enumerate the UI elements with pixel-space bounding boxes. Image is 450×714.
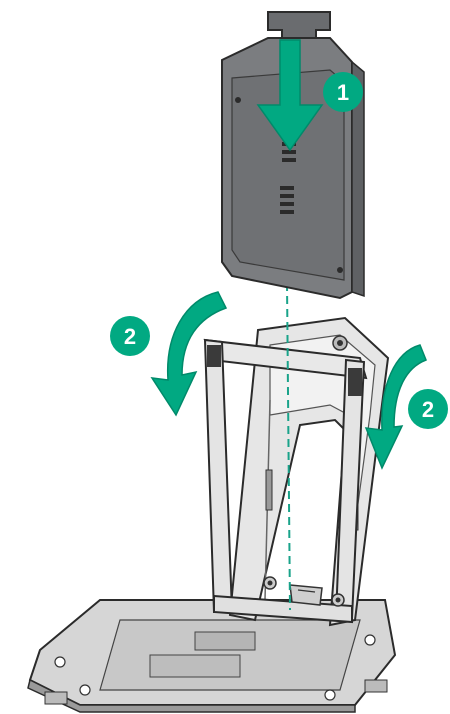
step-badge-2-left: 2 — [110, 316, 150, 356]
step-number-2-left: 2 — [124, 324, 136, 349]
step-badge-1: 1 — [323, 72, 363, 112]
step-badge-2-right: 2 — [408, 389, 448, 429]
step-number-1: 1 — [337, 80, 349, 105]
step-number-2-right: 2 — [422, 397, 434, 422]
